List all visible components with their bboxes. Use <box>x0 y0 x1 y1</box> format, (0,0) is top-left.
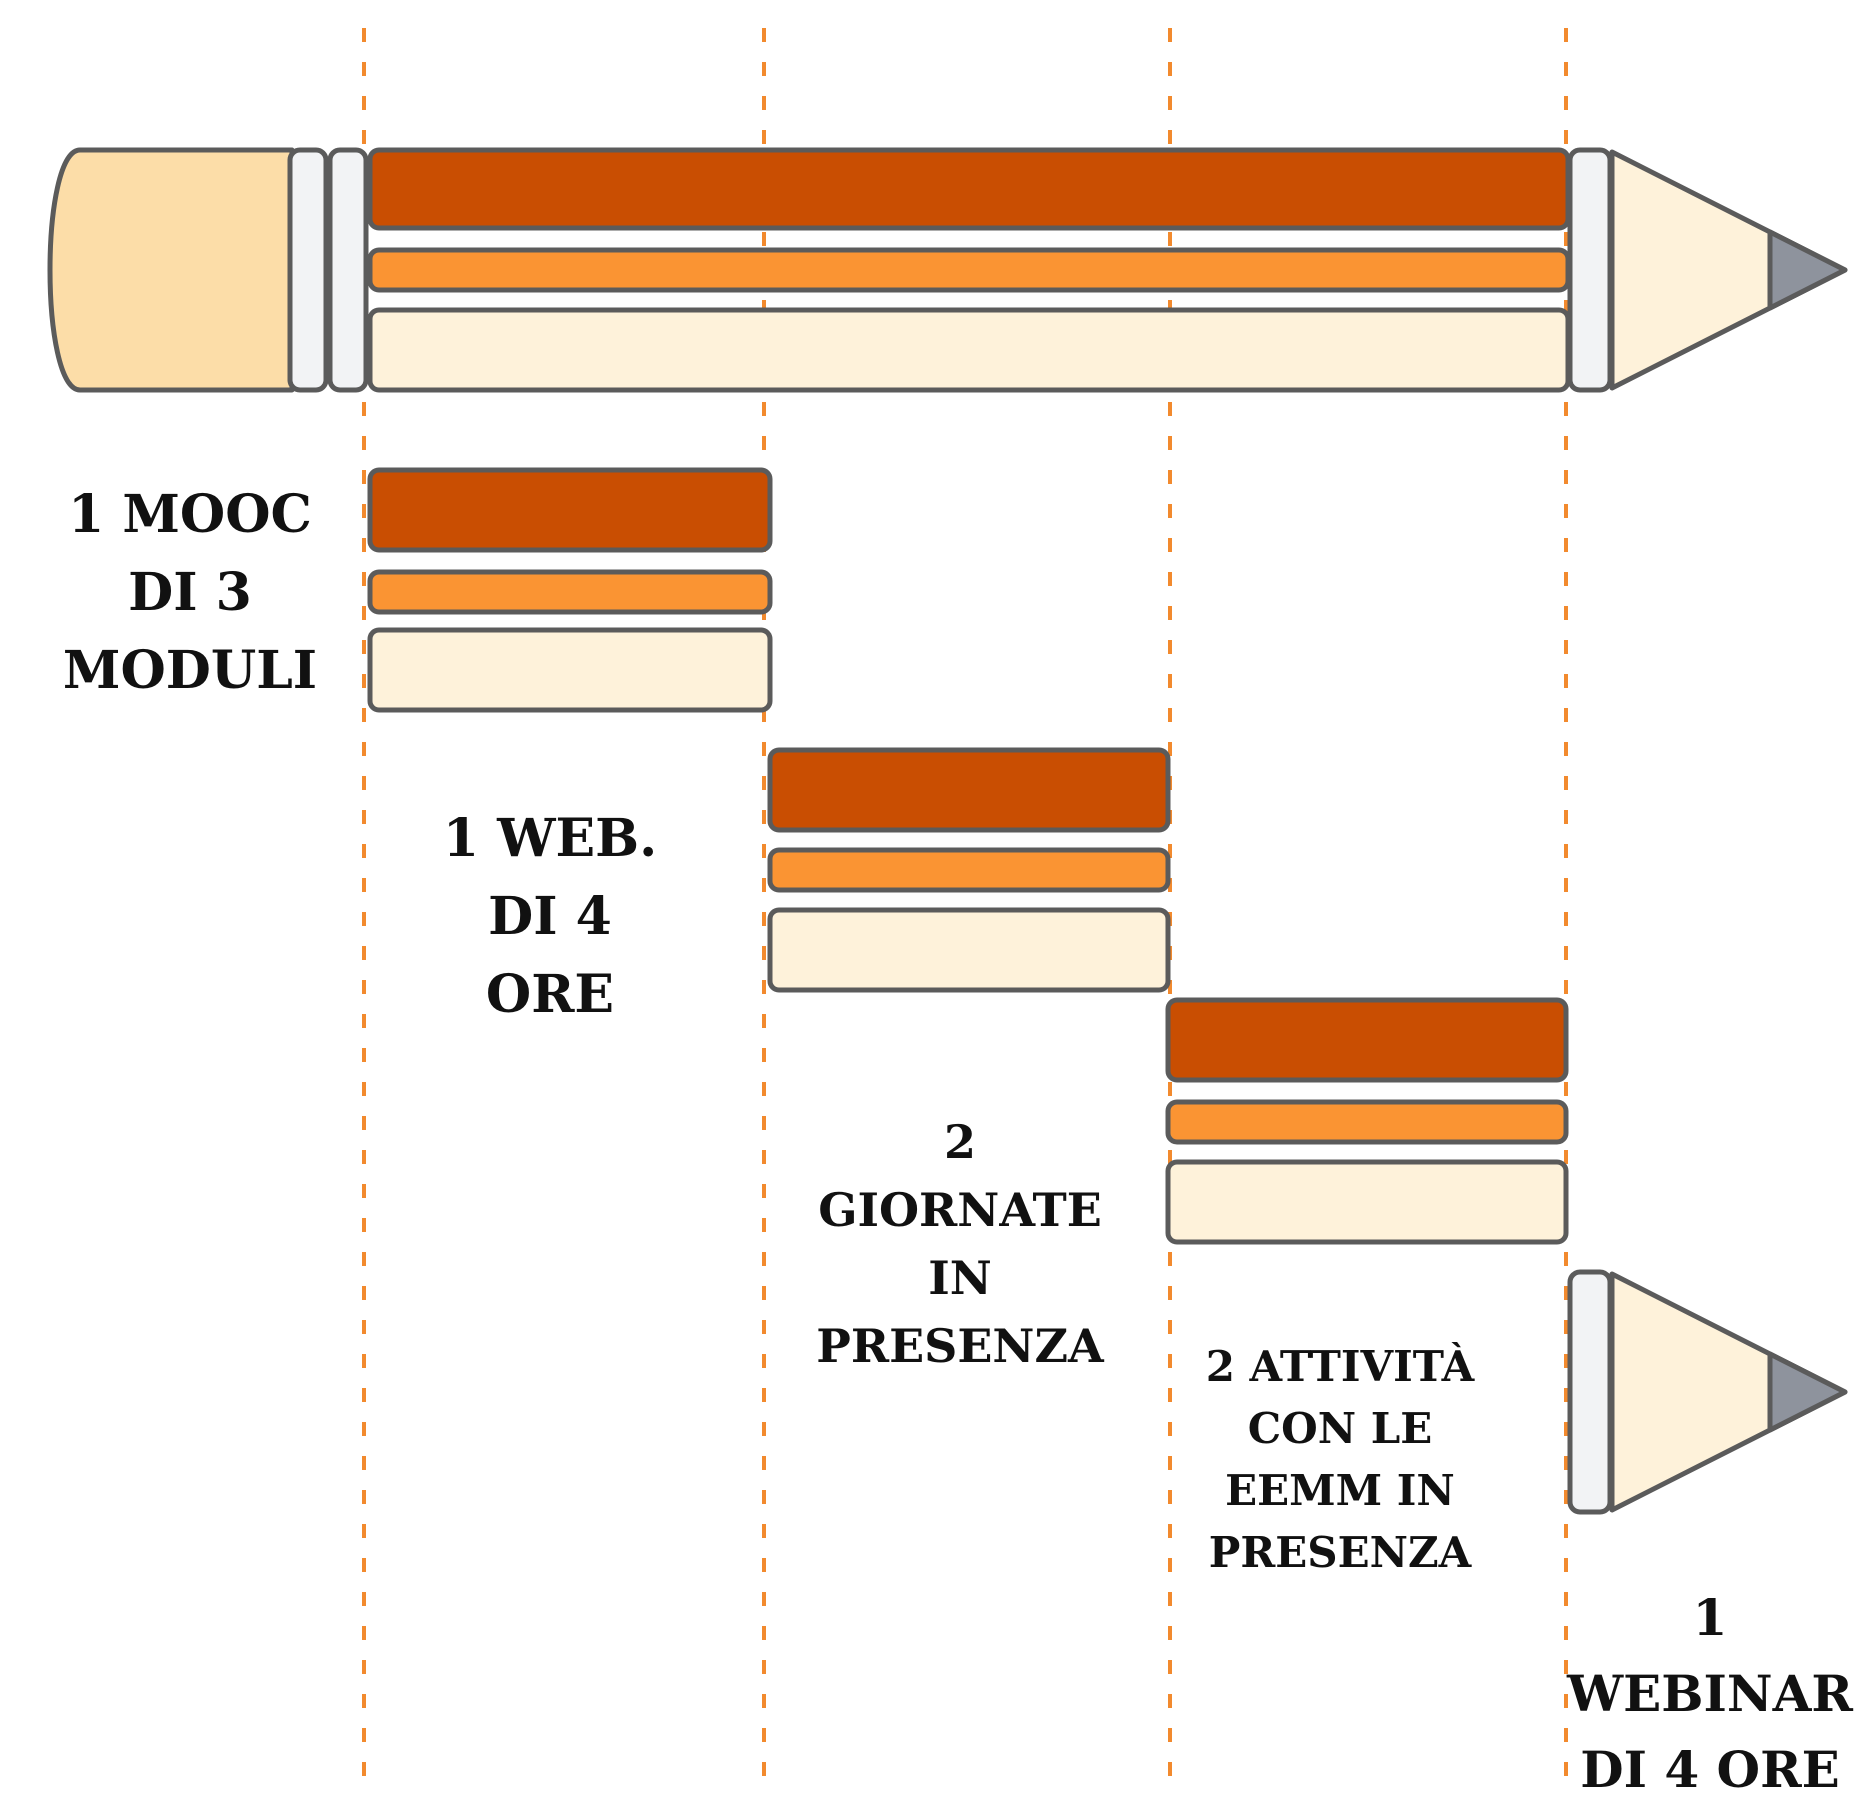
step-label-mooc: 1 MOOC DI 3 MODULI <box>62 484 318 701</box>
pencil-tip-icon <box>1567 1269 1848 1515</box>
pencil-tip-wood <box>1609 1271 1848 1513</box>
segment-band-mid <box>367 569 773 615</box>
step-label-giornate: 2 GIORNATE IN PRESENZA <box>816 1115 1104 1373</box>
segment-step-1 <box>367 467 773 713</box>
segment-band-light <box>367 627 773 713</box>
segment-band-mid <box>767 847 1171 893</box>
pencil-ferrule-left <box>287 147 329 393</box>
pencil-band-dark <box>367 147 1571 231</box>
pencil-tip-ferrule <box>1567 1269 1613 1515</box>
segment-band-dark <box>767 747 1171 833</box>
pencil-band-light <box>367 307 1571 393</box>
step-label-attivita: 2 ATTIVITÀ CON LE EEMM IN PRESENZA <box>1205 1342 1475 1577</box>
segment-step-3 <box>1165 997 1569 1245</box>
step-label-webinar: 1 WEBINAR DI 4 ORE <box>1567 1588 1853 1799</box>
guide-lines <box>362 28 1568 1789</box>
pencil-icon <box>47 147 1848 393</box>
pencil-lead <box>1767 1351 1848 1433</box>
pencil-eraser <box>47 147 295 393</box>
pencil-tip-ferrule <box>1567 147 1613 393</box>
pencil-ferrule-right <box>327 147 369 393</box>
segment-band-dark <box>367 467 773 553</box>
segment-band-mid <box>1165 1099 1569 1145</box>
pencil-tip-wood <box>1609 149 1848 391</box>
step-label-web: 1 WEB. DI 4 ORE <box>442 808 658 1025</box>
pencil-band-mid <box>367 247 1571 293</box>
segment-step-2 <box>767 747 1171 993</box>
pencil-lead <box>1767 229 1848 311</box>
segment-band-dark <box>1165 997 1569 1083</box>
segment-band-light <box>1165 1159 1569 1245</box>
segment-band-light <box>767 907 1171 993</box>
